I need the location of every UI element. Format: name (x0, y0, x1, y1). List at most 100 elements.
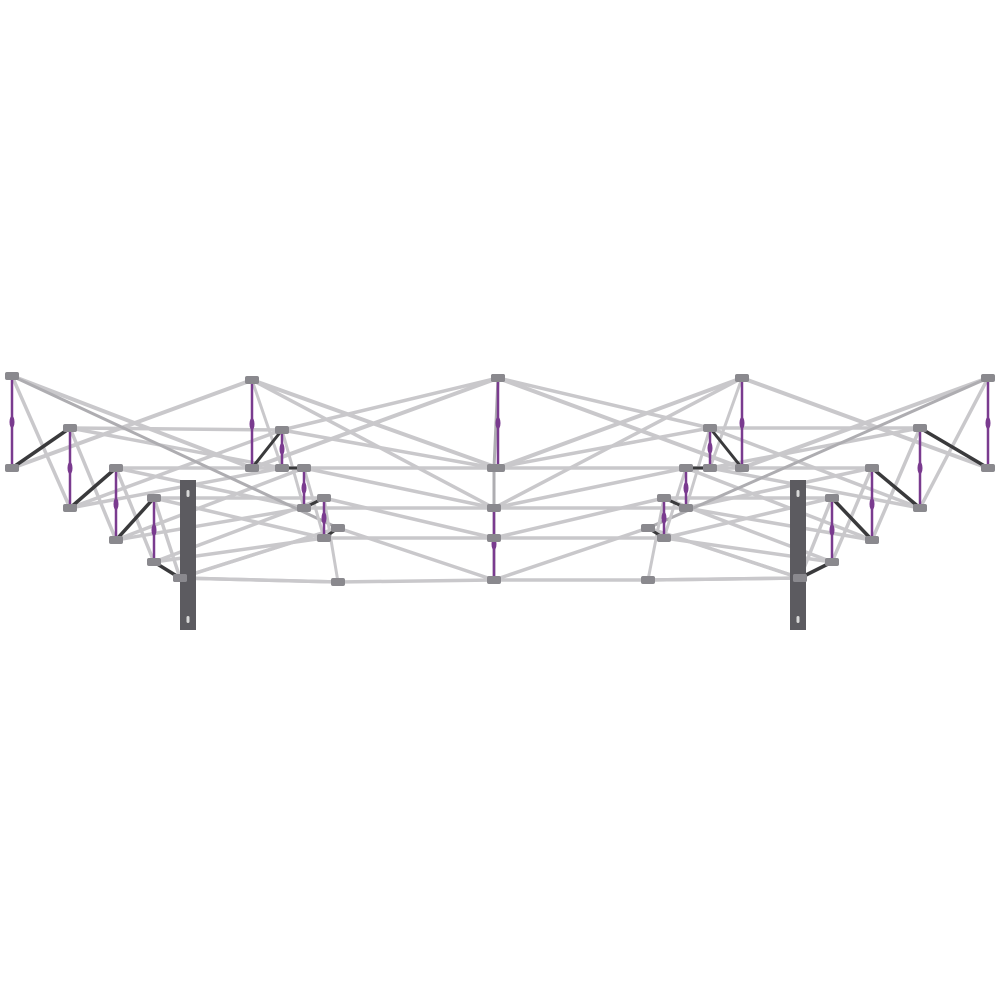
hub-node (491, 374, 505, 382)
hub-node (487, 576, 501, 584)
hub-node (109, 464, 123, 472)
cord-tensioner (707, 442, 713, 454)
hub-node (173, 574, 187, 582)
hub-node (331, 524, 345, 532)
hub-node (275, 464, 289, 472)
hub-node (297, 504, 311, 512)
tube (708, 376, 744, 470)
tube (10, 378, 254, 470)
tube (496, 376, 712, 430)
tube (708, 466, 922, 510)
dark-strut (708, 426, 744, 470)
hub-node (825, 494, 839, 502)
tube (322, 496, 496, 540)
tube (114, 466, 306, 542)
cord-tensioner (985, 417, 991, 429)
tube (68, 426, 284, 470)
tube (684, 466, 874, 542)
tube (336, 578, 496, 584)
cord-tensioner (829, 524, 835, 536)
hub-node (735, 464, 749, 472)
tube (114, 466, 156, 564)
dark-strut (830, 496, 874, 542)
tube (492, 466, 688, 510)
tube (646, 376, 990, 530)
hub-node (735, 374, 749, 382)
cord-tensioner (301, 482, 307, 494)
hub-node (147, 494, 161, 502)
hub-node (657, 494, 671, 502)
tube (250, 378, 496, 510)
bracket-slot (186, 616, 190, 623)
cord-tensioner (917, 462, 923, 474)
tube (492, 426, 712, 470)
hub-node (487, 534, 501, 542)
tube (302, 466, 496, 510)
tube (708, 426, 922, 470)
hub-node (487, 464, 501, 472)
tube (280, 428, 496, 470)
hub-node (793, 574, 807, 582)
hub-node (63, 504, 77, 512)
tube (336, 526, 496, 582)
mounting-bracket (790, 480, 806, 630)
hub-node (825, 558, 839, 566)
tube (10, 374, 72, 510)
tube (830, 466, 874, 564)
hub-node (679, 504, 693, 512)
hub-node (5, 372, 19, 380)
tube (178, 526, 340, 580)
tube (114, 506, 306, 542)
hub-node (679, 464, 693, 472)
mounting-bracket (180, 480, 196, 630)
tube (68, 466, 284, 510)
cord-tensioner (249, 418, 255, 430)
frame-hub-nodes (5, 372, 995, 586)
tube (152, 496, 182, 580)
tube (250, 376, 500, 470)
tube (646, 526, 802, 580)
tube (492, 496, 666, 540)
tube (646, 496, 666, 582)
cord-tensioner (321, 512, 327, 524)
hub-node (981, 464, 995, 472)
tube (178, 576, 340, 584)
cord-tensioner (739, 417, 745, 429)
hub-node (245, 376, 259, 384)
cord-tensioner (9, 416, 15, 428)
hub-node (703, 464, 717, 472)
tube (646, 576, 802, 582)
tube (492, 376, 744, 510)
hub-node (865, 536, 879, 544)
dark-strut (918, 426, 990, 470)
dark-strut (114, 496, 156, 542)
dark-strut (10, 426, 72, 470)
tube (114, 466, 306, 510)
hub-node (147, 558, 161, 566)
cord-tensioner (869, 498, 875, 510)
hub-node (981, 374, 995, 382)
hub-node (109, 536, 123, 544)
cord-tensioner (67, 462, 73, 474)
frame-tubes (10, 374, 990, 584)
tube (918, 376, 990, 510)
cord-tensioner (495, 417, 501, 429)
hub-node (317, 494, 331, 502)
hub-node (317, 534, 331, 542)
cord-tensioner (661, 512, 667, 524)
mounting-brackets (180, 480, 806, 630)
tube (496, 376, 744, 470)
tube (68, 426, 284, 432)
bracket-slot (796, 490, 800, 497)
tube (492, 526, 650, 582)
hub-node (913, 424, 927, 432)
hub-node (245, 464, 259, 472)
hub-node (63, 424, 77, 432)
hub-node (703, 424, 717, 432)
tube (68, 426, 118, 542)
hub-node (913, 504, 927, 512)
dark-strut (250, 428, 284, 470)
hub-node (5, 464, 19, 472)
hub-node (641, 524, 655, 532)
